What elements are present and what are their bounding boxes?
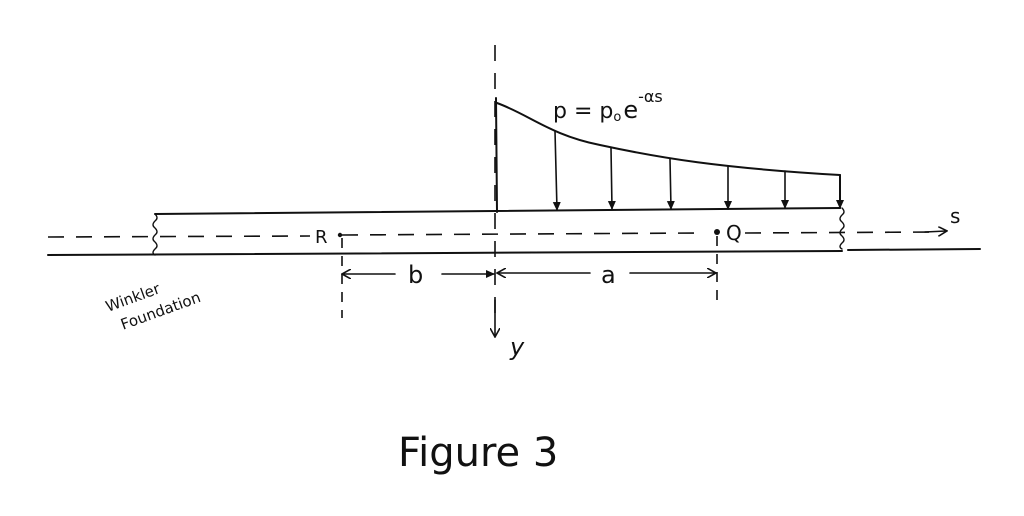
y-label: y xyxy=(509,333,525,361)
break-line-right xyxy=(839,207,845,250)
dim-b-label: b xyxy=(408,261,423,289)
load-arrow xyxy=(552,130,561,211)
load-start-line xyxy=(495,97,498,213)
centerline-right xyxy=(744,231,936,234)
load-curve xyxy=(496,102,841,176)
load-arrow xyxy=(607,147,616,210)
load-formula: p = poe-αs xyxy=(553,87,663,125)
centerline-mid xyxy=(341,232,701,236)
point-r-label: R xyxy=(315,227,328,248)
point-r xyxy=(337,232,343,238)
foundation-surface-right xyxy=(847,248,981,251)
figure-caption: Figure 3 xyxy=(398,430,558,476)
point-q xyxy=(714,229,720,235)
load-arrow xyxy=(666,158,675,210)
s-axis-arrow xyxy=(924,231,946,232)
centerline-left xyxy=(47,235,311,238)
foundation-label: Winkler Foundation xyxy=(103,279,203,333)
foundation-surface xyxy=(47,250,843,256)
load-arrows xyxy=(552,130,844,211)
s-label: s xyxy=(950,204,960,228)
point-q-label: Q xyxy=(726,221,742,245)
dim-a-label: a xyxy=(601,261,616,289)
break-line-left xyxy=(152,213,158,256)
